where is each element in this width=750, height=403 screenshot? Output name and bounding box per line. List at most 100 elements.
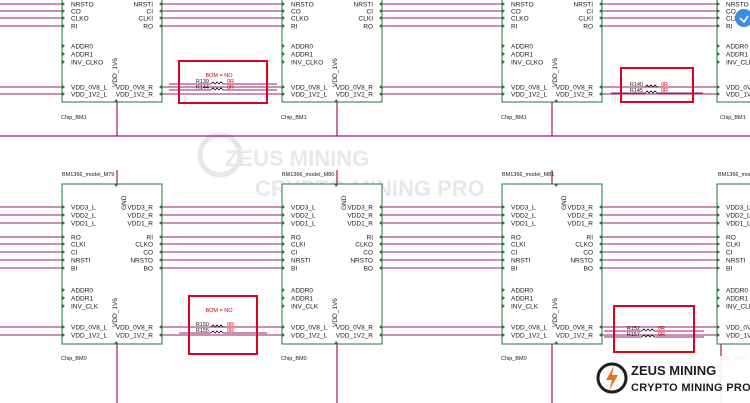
pin-marker	[502, 23, 505, 29]
pin-marker	[379, 8, 382, 14]
pin-marker	[62, 287, 65, 293]
pin-label: VDD3_L	[511, 204, 536, 211]
pin-label: VDD_0V8_L	[511, 84, 548, 91]
pin-label: VDD1_L	[511, 220, 536, 227]
pin-marker	[62, 204, 65, 210]
pin-marker	[379, 1, 382, 7]
pin-label: CLKI	[579, 15, 594, 22]
pin-marker	[62, 23, 65, 29]
pin-label: VDD_0V8_R	[116, 324, 154, 331]
pin-label: CLKO	[135, 241, 153, 248]
pin-marker	[717, 51, 720, 57]
pin-marker	[282, 15, 285, 21]
chip-label: Chip_BM1	[61, 115, 87, 121]
pin-label: ADDR1	[726, 51, 748, 58]
pin-label: NRSTI	[71, 257, 91, 264]
pin-label: VDD3_R	[567, 204, 593, 211]
pin-marker	[379, 204, 382, 210]
pin-marker	[717, 287, 720, 293]
pin-label: ADDR0	[71, 43, 93, 50]
pin-label: VDD_1V2_L	[726, 91, 750, 98]
pin-label: CO	[291, 8, 301, 15]
pin-label: RI	[71, 23, 78, 30]
chip-label: Chip_BM0	[61, 356, 87, 362]
pin-marker	[717, 43, 720, 49]
pin-marker	[599, 84, 602, 90]
pin-marker	[502, 234, 505, 240]
pin-label: VDD_1V2_L	[726, 332, 750, 339]
pin-marker	[159, 241, 162, 247]
pin-label: BO	[584, 265, 593, 272]
pin-marker	[159, 212, 162, 218]
pin-label: VDD_1V2_L	[291, 91, 328, 98]
pin-marker	[159, 84, 162, 90]
pin-marker	[717, 265, 720, 271]
pin-label: NRSTO	[570, 257, 593, 264]
resistor-value: 0R	[658, 326, 665, 332]
pin-label: RI	[147, 234, 154, 241]
pin-label: VDD_1V2_L	[511, 91, 548, 98]
pin-marker	[717, 204, 720, 210]
pin-label: CLKI	[139, 15, 154, 22]
pin-label: VDD_0V8_R	[336, 324, 374, 331]
pin-marker	[62, 51, 65, 57]
pin-marker	[502, 8, 505, 14]
chip-box	[281, 183, 383, 345]
pin-marker	[502, 212, 505, 218]
chip-model-label: BM1366_model_M80	[282, 172, 334, 178]
pin-label: VDD_0V8_L	[71, 324, 108, 331]
pin-label: VDD2_L	[726, 212, 750, 219]
pin-label: CLKI	[511, 241, 526, 248]
pin-marker	[379, 84, 382, 90]
pin-marker	[62, 8, 65, 14]
pin-label: VDD_0V8_L	[511, 324, 548, 331]
bom-highlight-box	[188, 295, 258, 355]
pin-marker	[717, 249, 720, 255]
pin-marker	[599, 204, 602, 210]
pin-label: VDD2_R	[567, 212, 593, 219]
pin-label: VDD_0V8_L	[726, 324, 750, 331]
pin-label: NRSTI	[726, 257, 746, 264]
pin-marker	[502, 91, 505, 97]
pin-marker	[599, 8, 602, 14]
pin-label: INV_CLKO	[511, 59, 543, 66]
pin-label: ADDR1	[291, 295, 313, 302]
pin-label: CLKO	[355, 241, 373, 248]
pin-label: BO	[144, 265, 153, 272]
pin-label: VDD3_L	[291, 204, 316, 211]
pin-marker	[62, 303, 65, 309]
pin-marker	[379, 249, 382, 255]
pin-label: VDD_0V8_L	[726, 84, 750, 91]
pin-label: VDD1_L	[71, 220, 96, 227]
pin-marker	[502, 1, 505, 7]
chip-box	[501, 0, 603, 103]
pin-marker	[599, 91, 602, 97]
pin-marker	[717, 234, 720, 240]
resistor-symbol	[210, 87, 225, 91]
bom-highlight-box	[620, 67, 694, 103]
resistor-ref: R144	[196, 85, 209, 91]
pin-label: CO	[726, 8, 736, 15]
pin-label: VDD_1V6	[112, 58, 119, 87]
pin-label: VDD_1V6	[332, 298, 339, 327]
pin-label: CI	[726, 249, 733, 256]
pin-marker	[282, 332, 285, 338]
pin-marker	[282, 265, 285, 271]
pin-marker	[334, 184, 339, 187]
pin-label: BI	[511, 265, 517, 272]
check-icon	[739, 15, 749, 24]
resistor-symbol	[644, 90, 659, 94]
pin-label: CO	[583, 249, 593, 256]
pin-label: RO	[726, 234, 736, 241]
bom-highlight-box	[178, 60, 268, 104]
pin-label: CI	[71, 249, 78, 256]
pin-marker	[717, 212, 720, 218]
pin-marker	[502, 265, 505, 271]
pin-label: INV_CLKO	[291, 59, 323, 66]
pin-label: CO	[511, 8, 521, 15]
pin-marker	[502, 59, 505, 65]
pin-label: VDD2_L	[71, 212, 96, 219]
pin-label: VDD2_L	[511, 212, 536, 219]
pin-marker	[159, 265, 162, 271]
